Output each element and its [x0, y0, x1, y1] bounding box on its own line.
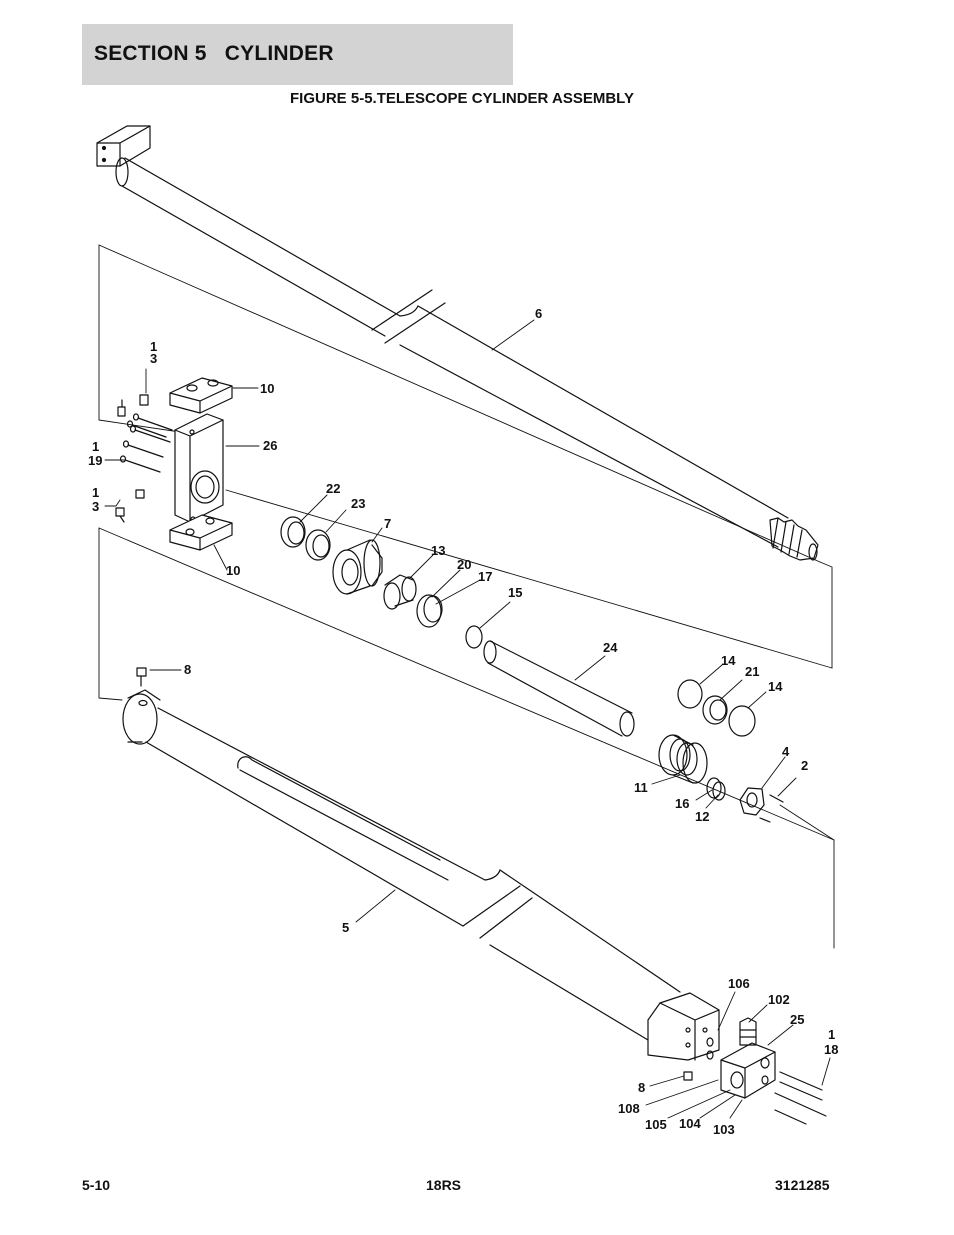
- callout-17: 17: [478, 569, 492, 584]
- capscrews-3: [115, 394, 149, 523]
- model-name: 18RS: [426, 1177, 462, 1193]
- callout-102: 102: [768, 992, 790, 1007]
- callout-10: 10: [226, 563, 240, 578]
- wiper-23: [305, 529, 331, 561]
- callout-21: 21: [745, 664, 759, 679]
- callout-105: 105: [645, 1117, 667, 1132]
- callout-16: 16: [675, 796, 689, 811]
- callout-1: 1: [92, 485, 99, 500]
- head-block-26: [169, 377, 233, 551]
- callout-1: 1: [828, 1027, 835, 1042]
- callout-15: 15: [508, 585, 522, 600]
- callout-106: 106: [728, 976, 750, 991]
- rings-20-17: [416, 594, 443, 628]
- callout-23: 23: [351, 496, 365, 511]
- spacer-13: [383, 574, 417, 610]
- callout-4: 4: [782, 744, 790, 759]
- section-title: SECTION 5 CYLINDER: [94, 42, 334, 65]
- callout-7: 7: [384, 516, 391, 531]
- callout-104: 104: [679, 1116, 701, 1131]
- callout-19: 19: [88, 453, 102, 468]
- callout-108: 108: [618, 1101, 640, 1116]
- callout-20: 20: [457, 557, 471, 572]
- callout-1: 1: [92, 439, 99, 454]
- callout-5: 5: [342, 920, 349, 935]
- callout-14: 14: [768, 679, 783, 694]
- callout-25: 25: [790, 1012, 804, 1027]
- callout-3: 3: [92, 499, 99, 514]
- section-header: SECTION 5 CYLINDER: [82, 24, 513, 85]
- tube-24: [483, 640, 635, 737]
- figure-title: FIGURE 5-5.TELESCOPE CYLINDER ASSEMBLY: [290, 90, 634, 107]
- callout-8: 8: [184, 662, 191, 677]
- rod-assembly: [96, 125, 819, 561]
- exploded-view-envelope-lower: [98, 527, 835, 949]
- callout-26: 26: [263, 438, 277, 453]
- seal-22: [280, 516, 306, 548]
- document-number: 3121285: [775, 1177, 830, 1193]
- callout-2: 2: [801, 758, 808, 773]
- callout-6: 6: [535, 306, 542, 321]
- leader-lines: [104, 319, 831, 1119]
- barrel-assembly: [122, 689, 720, 1061]
- callout-11: 11: [634, 780, 648, 795]
- callout-13: 13: [431, 543, 445, 558]
- page-number: 5-10: [82, 1177, 111, 1193]
- callout-24: 24: [603, 640, 618, 655]
- cylinder-head-7: [332, 539, 383, 595]
- callout-12: 12: [695, 809, 709, 824]
- callout-22: 22: [326, 481, 340, 496]
- oring-15: [465, 625, 483, 649]
- holding-valve-25: [706, 1017, 827, 1125]
- callout-8: 8: [638, 1080, 645, 1095]
- plug-8: [136, 667, 693, 1081]
- callout-103: 103: [713, 1122, 735, 1137]
- callout-18: 18: [824, 1042, 838, 1057]
- callout-3: 3: [150, 351, 157, 366]
- callout-labels: 6 1 3 10 26 1 19 1 3 10 22 23 7 13 20 17…: [88, 306, 838, 1137]
- capscrews-19: [119, 413, 173, 473]
- callout-1: 1: [150, 339, 157, 354]
- exploded-view-envelope-upper: [98, 244, 833, 669]
- callout-10: 10: [260, 381, 274, 396]
- callout-14: 14: [721, 653, 736, 668]
